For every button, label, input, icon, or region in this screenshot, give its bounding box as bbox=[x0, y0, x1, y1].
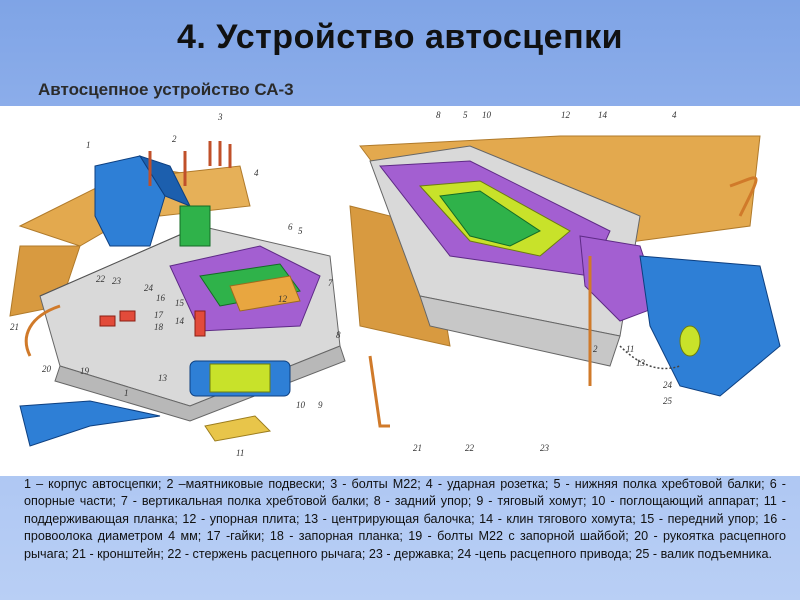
svg-text:7: 7 bbox=[328, 278, 333, 288]
svg-text:1: 1 bbox=[86, 140, 91, 150]
bolts-m22 bbox=[148, 141, 232, 186]
svg-text:2: 2 bbox=[593, 344, 598, 354]
left-callouts: 1 2 3 4 5 6 7 8 9 10 11 12 13 14 15 16 1… bbox=[10, 112, 341, 458]
svg-text:24: 24 bbox=[144, 283, 154, 293]
coupler-diagram: 1 2 3 4 5 6 7 8 9 10 11 12 13 14 15 16 1… bbox=[9, 110, 781, 458]
svg-text:17: 17 bbox=[154, 310, 164, 320]
svg-text:8: 8 bbox=[436, 110, 441, 120]
legend-caption: 1 – корпус автосцепки; 2 –маятниковые по… bbox=[24, 477, 786, 561]
handle-right bbox=[729, 176, 758, 217]
lock-parts bbox=[99, 310, 136, 327]
bracket-left bbox=[24, 304, 61, 357]
bracket-right bbox=[368, 355, 390, 428]
svg-text:25: 25 bbox=[663, 396, 673, 406]
svg-text:23: 23 bbox=[112, 276, 122, 286]
uncoupling-lever bbox=[19, 400, 161, 447]
svg-text:21: 21 bbox=[413, 443, 422, 453]
svg-text:20: 20 bbox=[42, 364, 52, 374]
svg-text:14: 14 bbox=[598, 110, 608, 120]
svg-text:11: 11 bbox=[236, 448, 244, 458]
svg-text:5: 5 bbox=[298, 226, 303, 236]
yoke-assembly-lower bbox=[189, 360, 291, 397]
svg-text:6: 6 bbox=[288, 222, 293, 232]
coupler-body-right bbox=[639, 255, 781, 397]
svg-text:19: 19 bbox=[80, 366, 90, 376]
svg-text:9: 9 bbox=[318, 400, 323, 410]
svg-text:11: 11 bbox=[626, 344, 634, 354]
svg-text:22: 22 bbox=[465, 443, 475, 453]
stop-plates bbox=[229, 275, 301, 312]
yoke-key bbox=[194, 310, 206, 337]
svg-text:10: 10 bbox=[296, 400, 306, 410]
draft-gear-right bbox=[379, 160, 611, 277]
svg-text:15: 15 bbox=[175, 298, 185, 308]
slide-title: 4. Устройство автосцепки bbox=[176, 18, 624, 56]
support-plate bbox=[204, 415, 272, 442]
svg-text:13: 13 bbox=[158, 373, 168, 383]
svg-text:16: 16 bbox=[156, 293, 166, 303]
svg-text:13: 13 bbox=[636, 358, 646, 368]
svg-text:2: 2 bbox=[172, 134, 177, 144]
svg-text:18: 18 bbox=[154, 322, 164, 332]
svg-text:10: 10 bbox=[482, 110, 492, 120]
svg-text:12: 12 bbox=[561, 110, 571, 120]
yoke-left bbox=[179, 205, 211, 247]
svg-text:22: 22 bbox=[96, 274, 106, 284]
svg-text:21: 21 bbox=[10, 322, 19, 332]
right-callouts: 8 5 10 12 14 4 2 11 13 24 25 21 22 23 bbox=[413, 110, 677, 453]
coupler-illustration: 1 2 3 4 5 6 7 8 9 10 11 12 13 14 15 16 1… bbox=[0, 106, 800, 476]
svg-text:4: 4 bbox=[672, 110, 677, 120]
slide-subtitle: Автосцепное устройство СА-3 bbox=[38, 80, 294, 99]
svg-text:4: 4 bbox=[254, 168, 259, 178]
svg-text:8: 8 bbox=[336, 330, 341, 340]
chain bbox=[619, 345, 681, 370]
svg-text:3: 3 bbox=[217, 112, 223, 122]
svg-text:23: 23 bbox=[540, 443, 550, 453]
svg-text:5: 5 bbox=[463, 110, 468, 120]
svg-text:24: 24 bbox=[663, 380, 673, 390]
svg-text:14: 14 bbox=[175, 316, 185, 326]
svg-text:1: 1 bbox=[124, 388, 129, 398]
svg-text:12: 12 bbox=[278, 294, 288, 304]
